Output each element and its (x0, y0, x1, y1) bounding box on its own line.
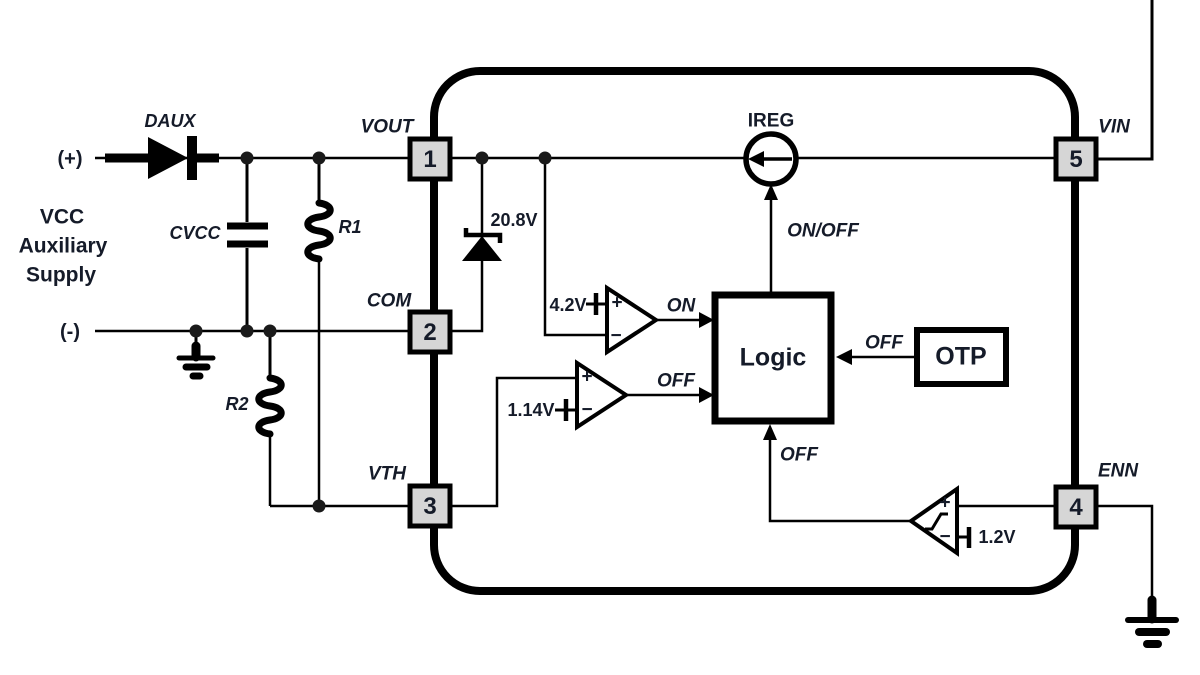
pin-box-2 (407, 309, 453, 355)
enable-comparator-plus: + (939, 492, 951, 514)
pin-number-5: 5 (1069, 146, 1083, 173)
r2-label: R2 (225, 394, 249, 414)
enn-ground-symbol (1125, 595, 1179, 648)
logic-box (711, 291, 835, 425)
r1-label: R1 (338, 217, 362, 237)
supply-name-line-1: VCC (39, 205, 85, 229)
on-comparator (586, 284, 714, 356)
enn-ground-wire (1096, 504, 1154, 602)
daux-label: DAUX (144, 111, 196, 131)
supply-ground-symbol (176, 329, 216, 380)
pin-number-4: 4 (1069, 494, 1083, 521)
ireg-current-source (743, 131, 799, 187)
pin-box-3 (407, 483, 453, 529)
vin-wire (1096, 0, 1154, 161)
junction-dots (189, 151, 552, 513)
enable-comparator-ref-label: 1.2V (978, 527, 1016, 547)
supply-name-line-2: Auxiliary (18, 234, 108, 258)
ireg-control-arrow (764, 184, 778, 294)
pin-name-com: COM (366, 290, 412, 312)
pin-number-3: 3 (423, 493, 437, 520)
r2-resistor (255, 331, 285, 506)
on-comparator-minus: − (610, 325, 622, 347)
enable-off-signal-label: OFF (780, 444, 818, 466)
off-comparator-plus: + (581, 366, 593, 388)
pin-name-enn: ENN (1097, 460, 1139, 482)
vth-comparator-wire (452, 376, 576, 508)
on-comparator-sense-wire (543, 158, 606, 337)
supply-name-line-3: Supply (25, 263, 97, 287)
off-comparator-ref-label: 1.14V (507, 400, 555, 420)
ireg-onoff-label: ON/OFF (787, 220, 859, 242)
on-signal-label: ON (666, 295, 696, 317)
logic-label: Logic (739, 343, 807, 372)
zener-branch-wire (452, 158, 484, 333)
pin-name-vout: VOUT (360, 116, 414, 138)
pin-box-5 (1053, 136, 1099, 182)
supply-positive-label: (+) (57, 148, 83, 170)
otp-label: OTP (935, 342, 987, 371)
r1-resistor (304, 158, 334, 506)
daux-diode (105, 136, 219, 180)
off-comparator-minus: − (581, 399, 593, 421)
off-comparator (555, 359, 714, 431)
enable-comparator-minus: − (939, 526, 951, 548)
pin-number-1: 1 (423, 146, 437, 173)
otp-off-arrow (836, 349, 917, 365)
off-signal-label: OFF (657, 370, 695, 392)
cvcc-label: CVCC (169, 223, 221, 243)
otp-off-label: OFF (865, 332, 903, 354)
supply-negative-label: (-) (60, 321, 80, 343)
pin-box-4 (1053, 484, 1099, 530)
enable-comparator (907, 485, 972, 557)
on-comparator-ref-label: 4.2V (549, 295, 587, 315)
enable-off-arrow (763, 424, 911, 523)
zener-voltage-label: 20.8V (490, 210, 538, 230)
hysteresis-icon (925, 512, 948, 531)
pin-box-1 (407, 136, 453, 182)
cvcc-capacitor (227, 158, 268, 331)
otp-box (914, 327, 1009, 387)
pin-name-vin: VIN (1098, 116, 1130, 138)
ireg-label: IREG (747, 110, 795, 132)
pin-number-2: 2 (423, 319, 437, 346)
zener-diode (462, 228, 503, 261)
pin-name-vth: VTH (368, 463, 406, 485)
on-comparator-plus: + (611, 292, 623, 314)
